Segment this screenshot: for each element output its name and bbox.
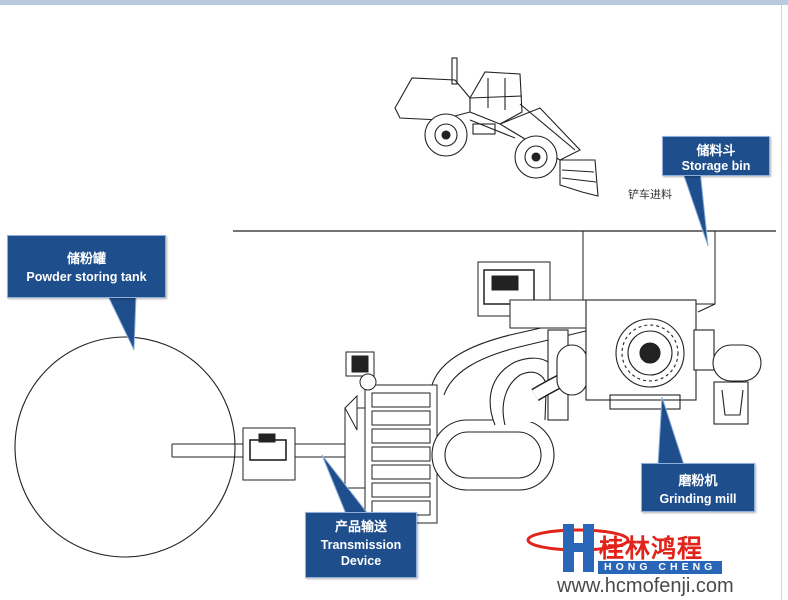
storage-bin-label-en: Storage bin: [681, 159, 751, 173]
powder-tank-label-zh: 储粉罐: [66, 252, 106, 267]
transmission-label-zh: 产品输送: [334, 520, 387, 535]
storage-bin-callout: 储料斗 Storage bin: [662, 136, 770, 176]
company-logo-mark: [526, 524, 630, 572]
transmission-label-en-1: Transmission: [320, 538, 402, 552]
blower-ducting: [431, 317, 631, 491]
storage-bin-label-zh: 储料斗: [696, 144, 736, 159]
grinding-mill-label-en: Grinding mill: [659, 492, 737, 506]
transmission-callout: 产品输送 Transmission Device: [305, 512, 417, 578]
powder-tank-label-en: Powder storing tank: [26, 270, 147, 284]
transmission-label-en-2: Device: [340, 554, 382, 568]
conveyor-pipe: [171, 427, 350, 481]
right-border: [781, 5, 782, 600]
website-url: www.hcmofenji.com: [557, 575, 734, 597]
top-border: [0, 0, 788, 5]
grinding-mill-label-zh: 磨粉机: [678, 474, 718, 489]
powder-tank-outline: [14, 336, 236, 558]
grinding-mill-callout: 磨粉机 Grinding mill: [641, 463, 755, 512]
dust-collector: [344, 351, 438, 524]
powder-tank-pointer: [107, 295, 137, 351]
powder-tank-callout: 储粉罐 Powder storing tank: [7, 235, 166, 298]
wheel-loader: [394, 57, 599, 197]
grinding-mill: [585, 299, 762, 425]
top-motor: [477, 261, 591, 329]
storage-bin-pointer: [681, 169, 709, 247]
loader-feed-caption: 铲车进料: [628, 188, 672, 201]
company-name-cn: 桂林鸿程: [599, 534, 704, 563]
company-name-en: HONG CHENG: [598, 561, 723, 574]
